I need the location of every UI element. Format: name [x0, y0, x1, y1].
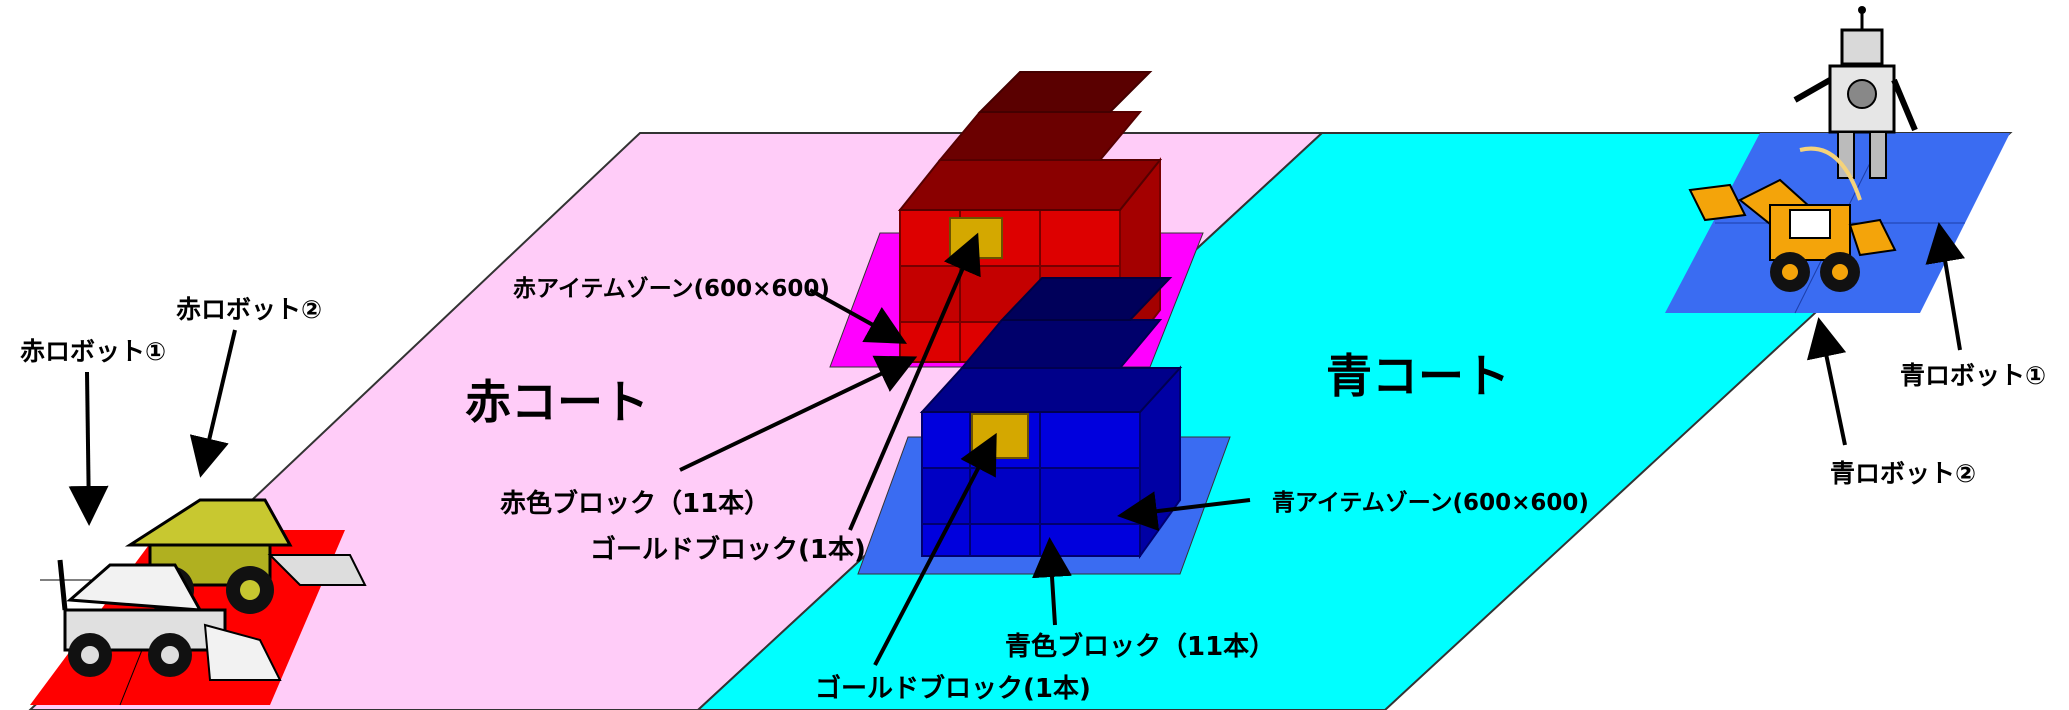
- blue-robot-2-label: 青ロボット②: [1830, 459, 1976, 488]
- arrow-red-robot-2: [189, 329, 237, 478]
- arrow-blue-zone: [1117, 491, 1251, 532]
- red-robot-1-label: 赤ロボット①: [20, 337, 166, 366]
- blue-gold-block-label: ゴールドブロック(1本): [815, 673, 1091, 704]
- red-item-zone-label: 赤アイテムゾーン(600×600): [513, 275, 830, 302]
- arrow-blue-robot-2: [1806, 317, 1847, 446]
- arrow-red-robot-1: [68, 371, 109, 526]
- blue-gold-block: [971, 413, 1029, 459]
- blue-blocks-label: 青色ブロック（11本）: [1005, 631, 1275, 662]
- blue-court-label: 青コート: [1326, 349, 1510, 403]
- red-robot-2: [124, 498, 367, 614]
- red-blocks-label: 赤色ブロック（11本）: [500, 488, 770, 519]
- arrow-red-zone: [809, 288, 907, 344]
- arrow-red-blocks: [679, 355, 918, 472]
- red-gold-block: [949, 217, 1003, 259]
- blue-robot-2: [1688, 146, 1897, 292]
- arrow-blue-robot-1: [1925, 222, 1965, 351]
- arrow-blue-gold: [873, 432, 997, 666]
- blue-robot-1: [1793, 6, 1918, 179]
- red-robot-1: [57, 559, 282, 681]
- red-court-label: 赤コート: [465, 375, 649, 429]
- arrows: [68, 222, 1965, 666]
- blue-robot-1-label: 青ロボット①: [1900, 361, 2046, 390]
- red-robot-2-label: 赤ロボット②: [176, 295, 322, 324]
- arrow-red-gold: [848, 232, 981, 531]
- arrow-blue-blocks: [1032, 537, 1072, 626]
- blue-item-zone-label: 青アイテムゾーン(600×600): [1272, 489, 1589, 516]
- red-gold-block-label: ゴールドブロック(1本): [590, 534, 866, 565]
